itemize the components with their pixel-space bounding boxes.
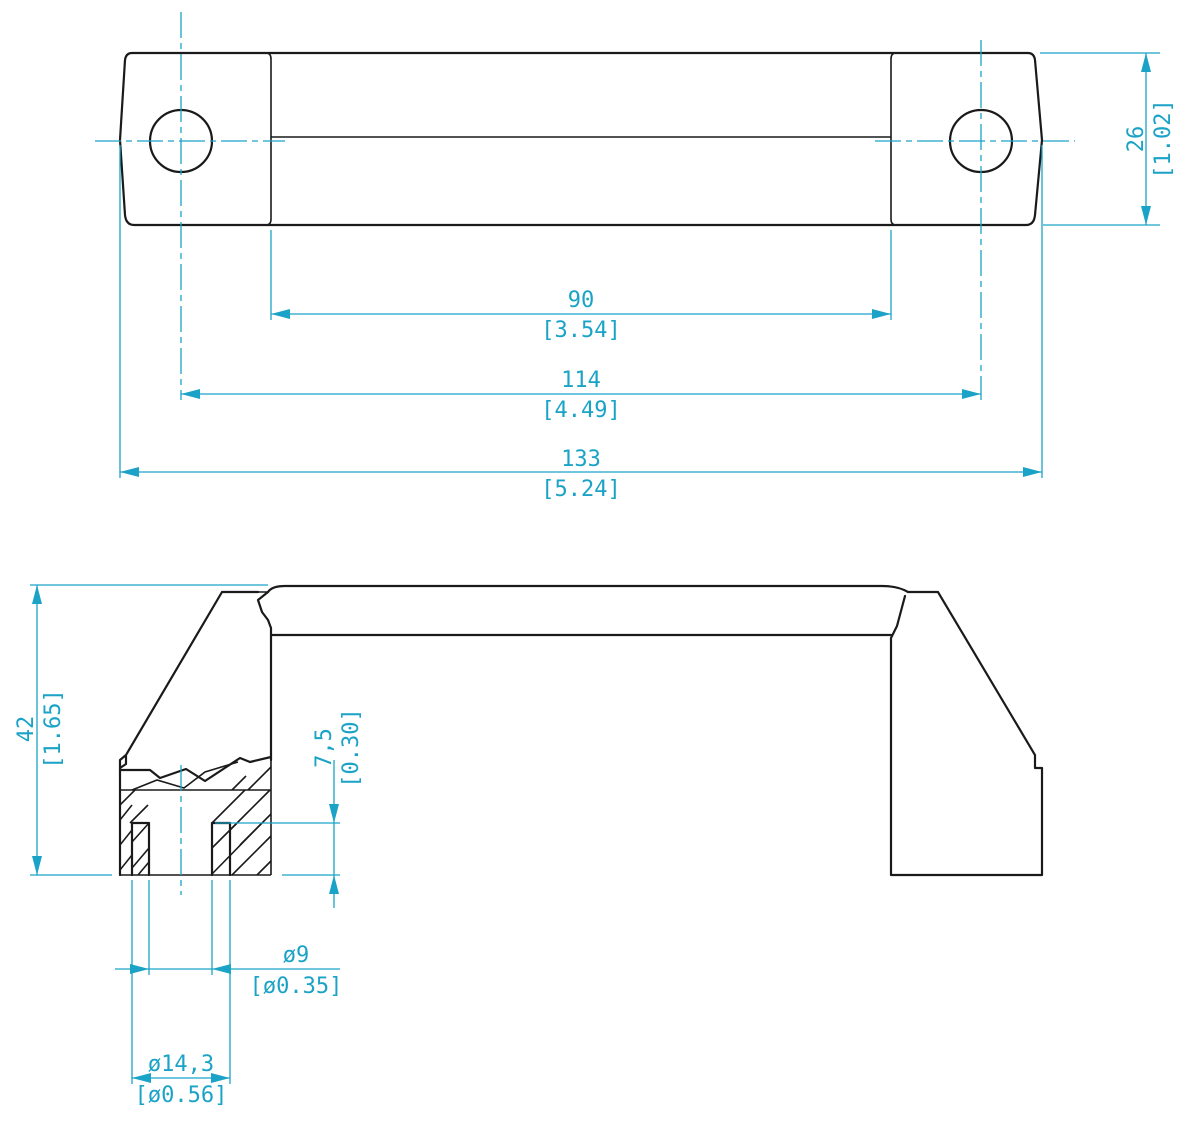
right-foot-top [890, 52, 897, 226]
dim-overall-height-metric: 42 [14, 716, 39, 743]
dim-hole-spacing-114: 114 [4.49] [181, 368, 981, 423]
section-break-edge [131, 761, 239, 791]
dim-grip-length-metric: 90 [568, 288, 595, 313]
hatch-right-wall [211, 766, 272, 876]
left-leg-inner [120, 591, 272, 876]
left-leg-outline [118, 590, 273, 877]
dim-counterbore-diameter-imperial: [ø0.56] [135, 1083, 228, 1108]
dim-overall-length-133: 133 [5.24] [119, 145, 1043, 502]
handle-top-outline [118, 51, 1044, 227]
dim-counterbore-depth-imperial: [0.30] [339, 708, 364, 787]
dim-height-26: 26 [1.02] [1040, 52, 1176, 226]
dim-grip-length-90: 90 [3.54] [270, 230, 892, 343]
dim-hole-spacing-imperial: [4.49] [541, 398, 620, 423]
dim-hole-diameter-imperial: [ø0.35] [250, 974, 343, 999]
dim-counterbore-depth-metric: 7,5 [312, 728, 337, 768]
dim-overall-length-imperial: [5.24] [541, 477, 620, 502]
hatch-left-wall [119, 804, 150, 876]
dim-overall-height-42: 42 [1.65] [14, 584, 268, 876]
dim-counterbore-diameter-14-3: ø14,3 [ø0.56] [131, 880, 231, 1108]
dim-height-imperial: [1.02] [1151, 99, 1176, 178]
handle-side-outline [266, 584, 1044, 877]
side-view: 42 [1.65] 7,5 [0.30] ø9 [ø0.35] [14, 584, 1044, 1108]
dim-hole-spacing-metric: 114 [561, 368, 601, 393]
dim-counterbore-depth-7-5: 7,5 [0.30] [215, 708, 364, 908]
top-view: 26 [1.02] 90 [3.54] 114 [4.49] [95, 12, 1176, 502]
dim-overall-height-imperial: [1.65] [41, 689, 66, 768]
section-break-line [118, 755, 273, 783]
left-foot-top [265, 52, 272, 226]
dim-overall-length-metric: 133 [561, 447, 601, 472]
dim-height-metric: 26 [1124, 126, 1149, 153]
dim-counterbore-diameter-metric: ø14,3 [148, 1052, 214, 1077]
hatch-upper [119, 789, 149, 824]
dim-hole-diameter-metric: ø9 [283, 943, 310, 968]
dim-hole-diameter-9: ø9 [ø0.35] [115, 880, 342, 999]
dim-grip-length-imperial: [3.54] [541, 318, 620, 343]
